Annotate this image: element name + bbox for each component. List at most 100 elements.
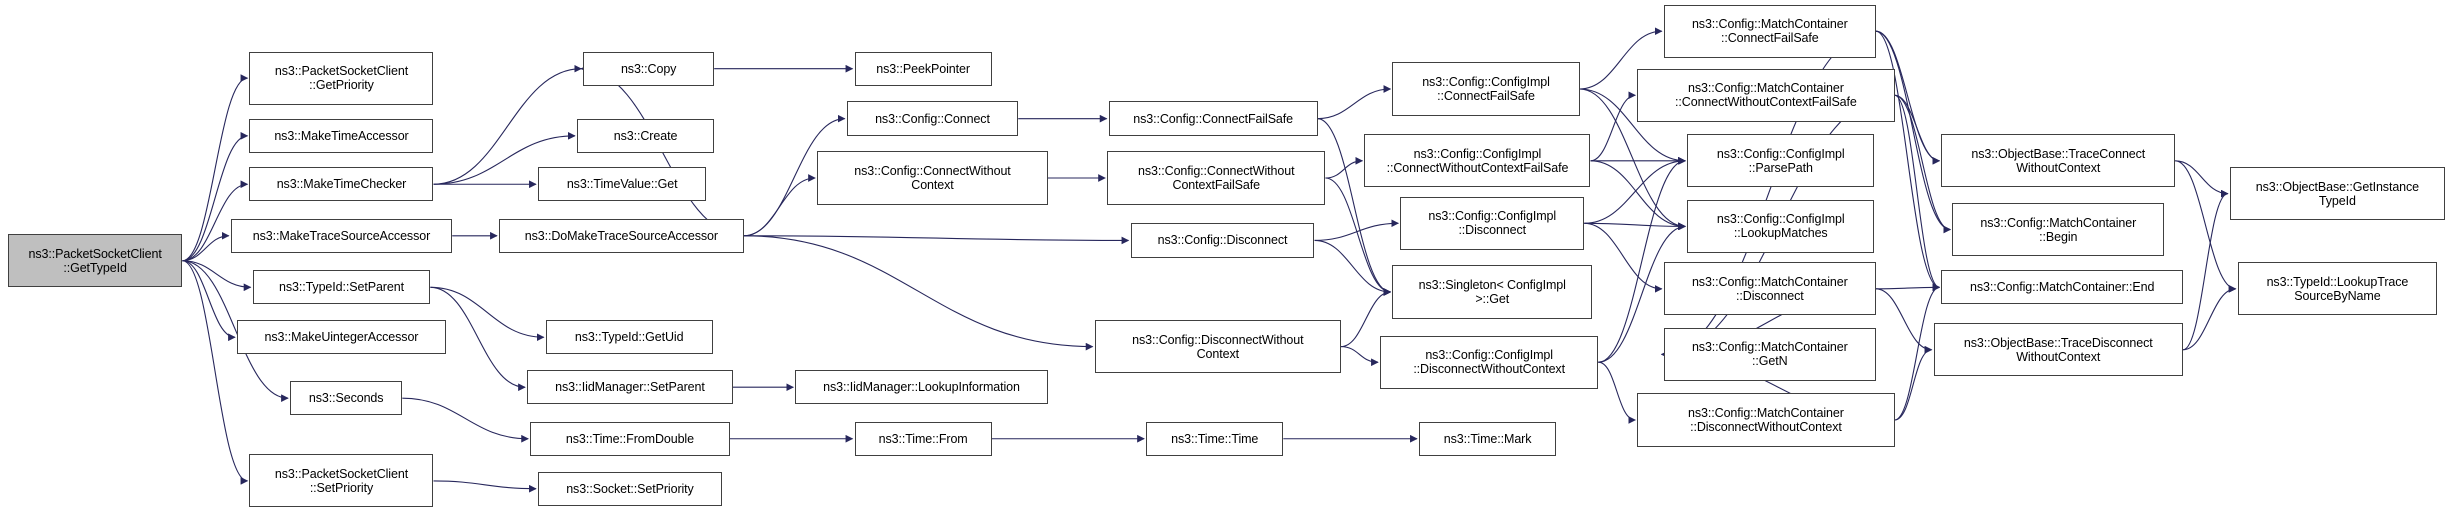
graph-node-label: ns3::Config::ConfigImpl ::LookupMatches [1716, 212, 1845, 241]
graph-node[interactable]: ns3::ObjectBase::GetInstance TypeId [2229, 167, 2445, 221]
graph-node[interactable]: ns3::Config::DisconnectWithout Context [1094, 320, 1341, 374]
graph-node-label: ns3::IidManager::LookupInformation [823, 380, 1020, 395]
graph-node-label: ns3::Config::ConfigImpl ::ConnectFailSaf… [1422, 74, 1550, 103]
graph-edge [402, 397, 529, 443]
graph-node[interactable]: ns3::Config::MatchContainer ::Disconnect [1663, 262, 1876, 316]
graph-node-label: ns3::PeekPointer [876, 61, 970, 76]
graph-edge [182, 231, 230, 262]
graph-edge [1341, 346, 1379, 367]
graph-node-label: ns3::DoMakeTraceSourceAccessor [524, 228, 718, 243]
graph-node-label: ns3::Config::MatchContainer ::Disconnect [1691, 274, 1848, 303]
graph-node[interactable]: ns3::IidManager::LookupInformation [795, 370, 1048, 405]
graph-node-root[interactable]: ns3::PacketSocketClient ::GetTypeId [7, 234, 183, 288]
graph-node-label: ns3::Socket::SetPriority [566, 481, 694, 496]
graph-edge [2182, 189, 2229, 351]
graph-node-label: ns3::Seconds [308, 391, 384, 406]
graph-node[interactable]: ns3::Config::ConfigImpl ::LookupMatches [1687, 199, 1875, 253]
graph-node[interactable]: ns3::PeekPointer [854, 51, 992, 86]
graph-node[interactable]: ns3::TypeId::LookupTrace SourceByName [2237, 262, 2438, 316]
graph-node-label: ns3::ObjectBase::GetInstance TypeId [2255, 179, 2420, 208]
graph-node[interactable]: ns3::TypeId::SetParent [252, 270, 431, 305]
graph-node[interactable]: ns3::Config::ConfigImpl ::ConnectWithout… [1364, 134, 1591, 188]
graph-node[interactable]: ns3::Singleton< ConfigImpl >::Get [1392, 265, 1593, 319]
graph-node[interactable]: ns3::Config::Connect [846, 101, 1019, 136]
graph-node-label: ns3::Config::MatchContainer::End [1969, 280, 2155, 295]
graph-node[interactable]: ns3::ObjectBase::TraceConnect WithoutCon… [1941, 134, 2176, 188]
graph-node-label: ns3::Copy [620, 61, 677, 76]
graph-node-label: ns3::MakeTimeAccessor [274, 128, 409, 143]
graph-edge [2175, 160, 2229, 198]
graph-node-label: ns3::TimeValue::Get [566, 177, 678, 192]
graph-edge [430, 286, 545, 342]
graph-node-label: ns3::TypeId::SetParent [278, 280, 404, 295]
graph-node[interactable]: ns3::Config::MatchContainer ::ConnectFai… [1663, 4, 1876, 58]
graph-edge [1894, 94, 1941, 165]
graph-node-label: ns3::PacketSocketClient ::SetPriority [274, 466, 409, 495]
graph-node-label: ns3::TypeId::GetUid [574, 330, 684, 345]
graph-node[interactable]: ns3::MakeUintegerAccessor [237, 320, 446, 355]
graph-node[interactable]: ns3::ObjectBase::TraceDisconnect Without… [1933, 323, 2184, 377]
graph-node[interactable]: ns3::MakeTraceSourceAccessor [230, 218, 453, 253]
graph-node[interactable]: ns3::IidManager::SetParent [527, 370, 733, 405]
graph-node[interactable]: ns3::Config::ConfigImpl ::ParsePath [1687, 134, 1875, 188]
graph-edge [1875, 288, 1933, 354]
graph-edge [743, 235, 1094, 351]
graph-node-label: ns3::Config::ConfigImpl ::ConnectWithout… [1386, 146, 1569, 175]
graph-node[interactable]: ns3::PacketSocketClient ::GetPriority [249, 51, 434, 105]
graph-node-label: ns3::Config::DisconnectWithout Context [1132, 332, 1304, 361]
graph-node-label: ns3::Config::ConnectWithout Context [854, 163, 1011, 192]
graph-node[interactable]: ns3::Config::MatchContainer ::Begin [1952, 202, 2165, 257]
graph-node-label: ns3::Singleton< ConfigImpl >::Get [1418, 277, 1566, 306]
graph-node[interactable]: ns3::PacketSocketClient ::SetPriority [249, 454, 434, 508]
graph-node-label: ns3::MakeUintegerAccessor [264, 330, 419, 345]
graph-node-label: ns3::ObjectBase::TraceConnect WithoutCon… [1971, 146, 2146, 175]
graph-edge [1590, 91, 1637, 162]
graph-node-label: ns3::Config::MatchContainer ::ConnectFai… [1691, 17, 1848, 46]
graph-node[interactable]: ns3::TypeId::GetUid [545, 320, 713, 355]
graph-node-label: ns3::TypeId::LookupTrace SourceByName [2266, 274, 2409, 303]
graph-node[interactable]: ns3::Config::Disconnect [1130, 223, 1315, 258]
graph-node-label: ns3::Config::MatchContainer ::Begin [1980, 215, 2137, 244]
graph-node[interactable]: ns3::Seconds [290, 380, 403, 416]
graph-node[interactable]: ns3::Config::ConfigImpl ::DisconnectWith… [1379, 335, 1599, 389]
graph-node-label: ns3::Config::ConnectFailSafe [1133, 111, 1294, 126]
graph-node[interactable]: ns3::DoMakeTraceSourceAccessor [498, 218, 744, 253]
graph-node[interactable]: ns3::Config::MatchContainer::End [1941, 270, 2184, 305]
graph-node[interactable]: ns3::Config::ConnectWithout ContextFailS… [1107, 151, 1326, 205]
graph-node[interactable]: ns3::Config::MatchContainer ::GetN [1663, 327, 1876, 381]
graph-edge [1325, 177, 1392, 296]
graph-node[interactable]: ns3::Time::From [854, 421, 992, 456]
graph-node[interactable]: ns3::Create [576, 118, 715, 153]
graph-node[interactable]: ns3::Config::ConnectWithout Context [817, 151, 1048, 205]
graph-node-label: ns3::Create [613, 128, 678, 143]
graph-node[interactable]: ns3::Socket::SetPriority [537, 471, 722, 506]
graph-node[interactable]: ns3::Time::FromDouble [530, 421, 730, 456]
graph-edge [1584, 222, 1663, 293]
graph-node[interactable]: ns3::Config::MatchContainer ::ConnectWit… [1637, 68, 1895, 122]
graph-node-label: ns3::Config::MatchContainer ::ConnectWit… [1675, 81, 1857, 110]
graph-node-label: ns3::Config::ConnectWithout ContextFailS… [1138, 163, 1295, 192]
graph-edge [1598, 361, 1637, 424]
graph-node[interactable]: ns3::TimeValue::Get [537, 167, 707, 202]
graph-node[interactable]: ns3::MakeTimeAccessor [249, 118, 434, 153]
graph-node-label: ns3::Config::Connect [875, 111, 990, 126]
graph-node-label: ns3::ObjectBase::TraceDisconnect Without… [1963, 335, 2153, 364]
graph-node-label: ns3::Time::From [878, 431, 968, 446]
graph-edge [1875, 283, 1941, 292]
graph-node[interactable]: ns3::Time::Time [1146, 421, 1284, 456]
graph-node[interactable]: ns3::MakeTimeChecker [249, 167, 434, 202]
graph-node[interactable]: ns3::Config::ConnectFailSafe [1108, 101, 1318, 136]
graph-node-label: ns3::MakeTimeChecker [276, 177, 407, 192]
graph-node-label: ns3::Config::MatchContainer ::GetN [1691, 340, 1848, 369]
graph-node[interactable]: ns3::Config::ConfigImpl ::ConnectFailSaf… [1392, 62, 1580, 116]
graph-node-label: ns3::PacketSocketClient ::GetTypeId [28, 246, 162, 275]
graph-edge [1584, 156, 1686, 224]
graph-node[interactable]: ns3::Time::Mark [1418, 421, 1557, 456]
graph-node-label: ns3::Config::Disconnect [1157, 233, 1288, 248]
graph-edge [182, 260, 249, 485]
graph-node[interactable]: ns3::Config::MatchContainer ::Disconnect… [1637, 393, 1895, 447]
graph-edge [1325, 156, 1364, 179]
graph-node[interactable]: ns3::Config::ConfigImpl ::Disconnect [1400, 196, 1585, 250]
graph-node[interactable]: ns3::Copy [583, 51, 715, 86]
